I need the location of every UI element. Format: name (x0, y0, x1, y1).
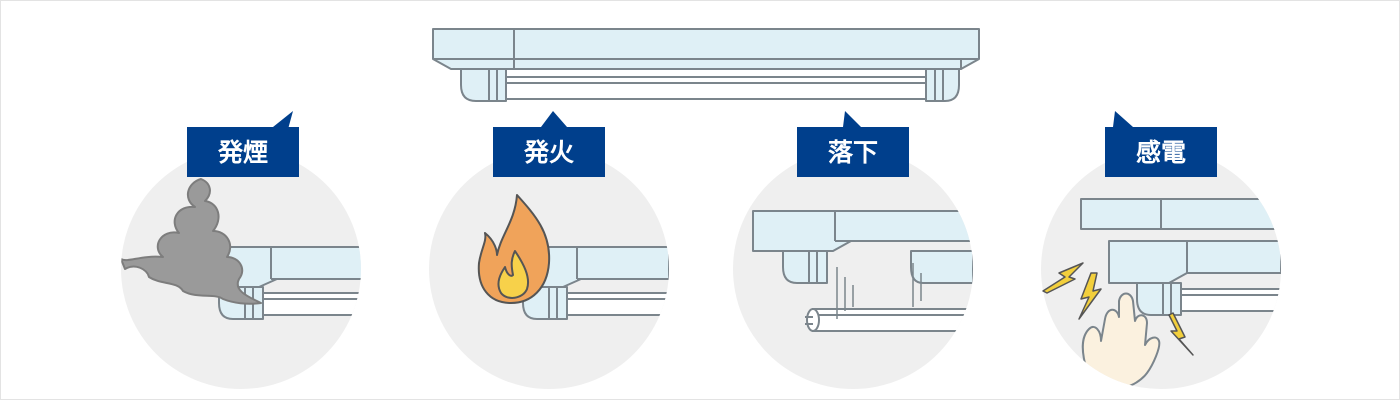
panel-falling-tube (805, 308, 973, 332)
panel-falling-socket (782, 250, 828, 284)
flame-icon (477, 194, 551, 304)
label-smoke: 発煙 (187, 111, 299, 177)
panel-fire-tube (560, 292, 669, 316)
label-smoke-text: 発煙 (217, 138, 268, 167)
top-light-fixture (432, 28, 980, 102)
motion-lines (836, 263, 922, 319)
hand-icon (1081, 292, 1161, 389)
label-falling: 落下 (797, 111, 909, 177)
smoke-icon (121, 178, 262, 305)
panel-falling-fixture (752, 210, 973, 252)
label-falling-text: 落下 (828, 138, 878, 167)
panel-smoke-tube (256, 292, 361, 316)
lightning-icon (1042, 262, 1194, 356)
panel-shock: 感電 (1041, 111, 1281, 389)
panel-falling: 落下 (733, 111, 973, 389)
top-fixture-body (432, 28, 980, 70)
label-fire: 発火 (493, 111, 605, 177)
panel-smoke: 発煙 (121, 111, 361, 389)
panel-shock-fixture (1108, 240, 1281, 284)
label-shock: 感電 (1105, 111, 1217, 177)
panel-shock-socket (1136, 282, 1182, 316)
label-shock-text: 感電 (1136, 138, 1186, 167)
top-fluorescent-tube (500, 76, 932, 100)
top-lamp-socket-right (925, 68, 960, 102)
top-lamp-socket-left (460, 68, 507, 102)
panel-shock-tube (1164, 288, 1281, 312)
panel-shock-ceiling (1080, 198, 1281, 230)
label-fire-text: 発火 (523, 138, 574, 167)
panel-fire: 発火 (429, 111, 669, 389)
panel-falling-socket-right (910, 250, 973, 284)
